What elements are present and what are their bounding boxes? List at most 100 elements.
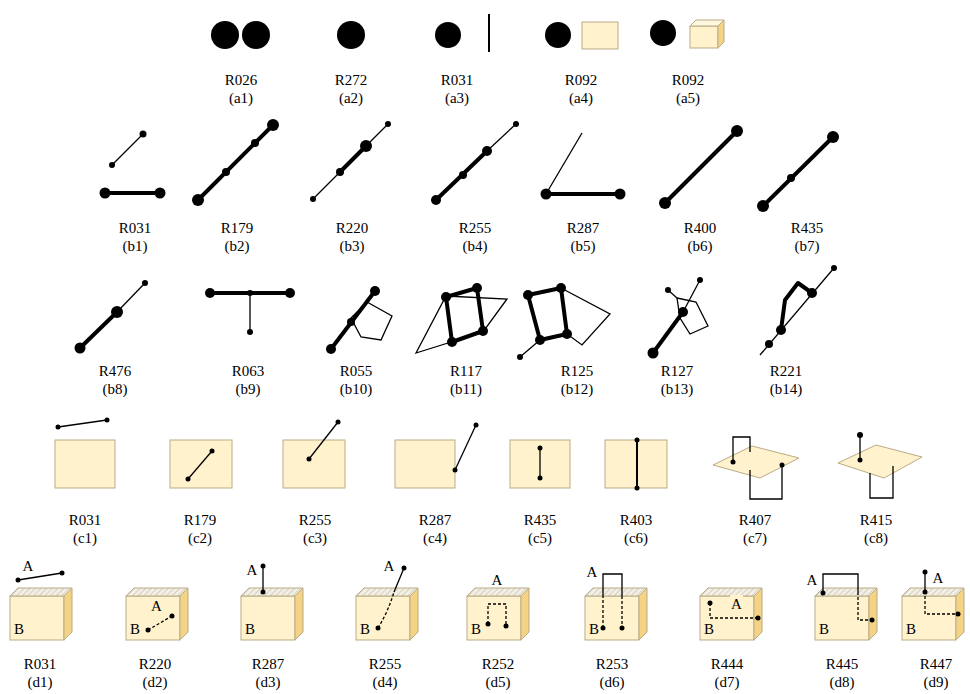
caption-text: (c7) xyxy=(743,529,767,547)
figure-stroke xyxy=(708,601,713,606)
figure-stroke xyxy=(923,570,928,575)
cube-face: AB xyxy=(700,596,754,640)
figure-stroke xyxy=(146,628,151,633)
figure-stroke xyxy=(482,146,492,156)
caption-text: (d3) xyxy=(256,673,281,691)
caption-text: (b8) xyxy=(103,380,128,398)
figure-stroke xyxy=(538,446,543,451)
row-d-figures xyxy=(10,564,964,641)
figure-stroke xyxy=(309,422,338,459)
figure-stroke xyxy=(750,465,782,499)
caption-text: (b1) xyxy=(123,237,148,255)
caption-text: (d2) xyxy=(143,673,168,691)
row-a-figures xyxy=(211,14,724,52)
figure-stroke xyxy=(517,354,523,360)
caption-text: R117 xyxy=(450,362,482,380)
figure-stroke xyxy=(700,588,762,640)
caption-text: R287 xyxy=(252,655,285,673)
caption-text: R447 xyxy=(920,655,953,673)
figure-stroke xyxy=(504,624,509,629)
figure-stroke xyxy=(10,588,72,640)
caption-text: (b4) xyxy=(463,237,488,255)
caption-text: R031 xyxy=(24,655,57,673)
figure-stroke xyxy=(385,121,391,127)
figure-stroke xyxy=(111,306,123,318)
figure-stroke xyxy=(538,476,543,481)
caption-text: (b9) xyxy=(236,380,261,398)
caption-text: (d4) xyxy=(373,673,398,691)
figure-stroke xyxy=(394,568,404,592)
caption-text: R255 xyxy=(369,655,402,673)
figure-stroke xyxy=(378,592,394,628)
figure-stroke xyxy=(902,588,964,640)
cube-face: B xyxy=(10,596,64,640)
figure-stroke xyxy=(831,265,837,271)
part-label: A xyxy=(807,571,818,589)
figure-stroke xyxy=(75,343,86,354)
figure-stroke xyxy=(148,616,172,630)
caption-text: R092 xyxy=(565,71,598,89)
row-c-figures xyxy=(55,418,922,500)
figure-stroke xyxy=(336,420,341,425)
part-label: A xyxy=(384,557,395,575)
part-label: A xyxy=(23,557,34,575)
figure-stroke xyxy=(486,622,491,627)
caption-text: R127 xyxy=(661,362,694,380)
caption-text: R435 xyxy=(524,511,557,529)
figure-stroke xyxy=(472,283,482,293)
figure-stroke xyxy=(126,588,188,640)
figure-stroke xyxy=(459,171,467,179)
figure-stroke xyxy=(731,460,736,465)
body-label: B xyxy=(470,620,482,638)
cube-face: AB xyxy=(126,596,180,640)
figure-stroke xyxy=(556,283,566,293)
body-label: A xyxy=(730,595,743,613)
figure-stroke xyxy=(376,626,381,631)
figure-stroke xyxy=(582,22,618,49)
caption-text: (b11) xyxy=(450,380,482,398)
figure-stroke xyxy=(211,21,239,49)
caption-text: R026 xyxy=(225,71,258,89)
figure-stroke xyxy=(370,286,380,296)
figure-stroke xyxy=(242,21,270,49)
figure-stroke xyxy=(56,425,61,430)
body-label: B xyxy=(703,620,715,638)
figure-stroke xyxy=(528,288,567,340)
caption-text: (d7) xyxy=(715,673,740,691)
caption-text: (c8) xyxy=(864,529,888,547)
figure-stroke xyxy=(142,280,148,286)
figure-stroke xyxy=(247,329,253,335)
caption-text: R272 xyxy=(335,71,368,89)
figure-stroke xyxy=(780,463,785,468)
figure-stroke xyxy=(267,119,279,131)
figure-stroke xyxy=(601,626,606,631)
row-b-figures-2 xyxy=(75,265,838,360)
figure-stroke xyxy=(351,302,392,340)
figure-stroke xyxy=(815,588,877,640)
figure-stroke xyxy=(222,168,230,176)
caption-text: (c4) xyxy=(423,529,447,547)
caption-text: (b14) xyxy=(770,380,803,398)
figure-stroke xyxy=(545,22,571,48)
caption-text: (d1) xyxy=(28,673,53,691)
figure-stroke xyxy=(665,131,737,203)
figure-stroke xyxy=(870,618,875,623)
figure-stroke xyxy=(635,438,640,443)
figure-stroke xyxy=(155,188,166,199)
figure-stroke xyxy=(112,134,143,165)
caption-text: R221 xyxy=(770,362,803,380)
caption-text: (b6) xyxy=(688,237,713,255)
part-label: A xyxy=(933,569,944,587)
figure-stroke xyxy=(313,172,340,199)
figure-stroke xyxy=(776,325,786,335)
figure-stroke xyxy=(541,189,552,200)
figure-stroke xyxy=(360,140,372,152)
figure-stroke xyxy=(718,20,724,48)
figure-stroke xyxy=(677,298,708,334)
figure-stroke xyxy=(539,448,540,478)
caption-text: (a1) xyxy=(229,89,253,107)
caption-text: R476 xyxy=(99,362,132,380)
figure-stroke xyxy=(356,588,418,640)
figure-stroke xyxy=(924,572,925,592)
